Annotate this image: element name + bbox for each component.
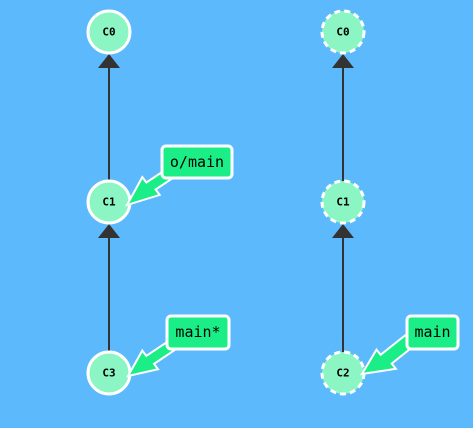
branch-tag-o-main[interactable]: o/main — [124, 144, 234, 207]
commit-node-c3[interactable]: C3 — [86, 350, 132, 396]
branch-pointer-arrow — [360, 334, 418, 376]
branch-label: o/main — [170, 153, 224, 171]
left-graph: C0 C1 C3 o/main main* — [86, 9, 234, 396]
branch-label: main* — [175, 323, 220, 341]
branch-label-box — [160, 144, 234, 180]
branch-label-box — [405, 314, 460, 351]
edge-c1-to-c0-arrowhead — [98, 54, 120, 68]
commit-node-c2[interactable]: C2 — [320, 350, 366, 396]
commit-node-c1[interactable]: C1 — [320, 179, 366, 225]
commit-label: C1 — [102, 196, 116, 209]
right-graph: C0 C1 C2 main — [320, 9, 460, 396]
branch-label-box — [165, 314, 231, 351]
edge-c2-to-c1-arrowhead — [332, 224, 354, 238]
branch-tag-main[interactable]: main — [360, 314, 460, 376]
commit-node-c0[interactable]: C0 — [320, 9, 366, 55]
branch-tag-main-current[interactable]: main* — [126, 314, 231, 378]
commit-label: C3 — [102, 367, 115, 380]
edge-c1-to-c0-arrowhead — [332, 54, 354, 68]
branch-label: main — [414, 323, 450, 341]
commit-label: C0 — [102, 26, 115, 39]
edge-c3-to-c1-arrowhead — [98, 224, 120, 238]
commit-label: C0 — [336, 26, 349, 39]
commit-node-c1[interactable]: C1 — [86, 179, 132, 225]
commit-label: C1 — [336, 196, 350, 209]
commit-node-c0[interactable]: C0 — [86, 9, 132, 55]
commit-label: C2 — [336, 367, 349, 380]
